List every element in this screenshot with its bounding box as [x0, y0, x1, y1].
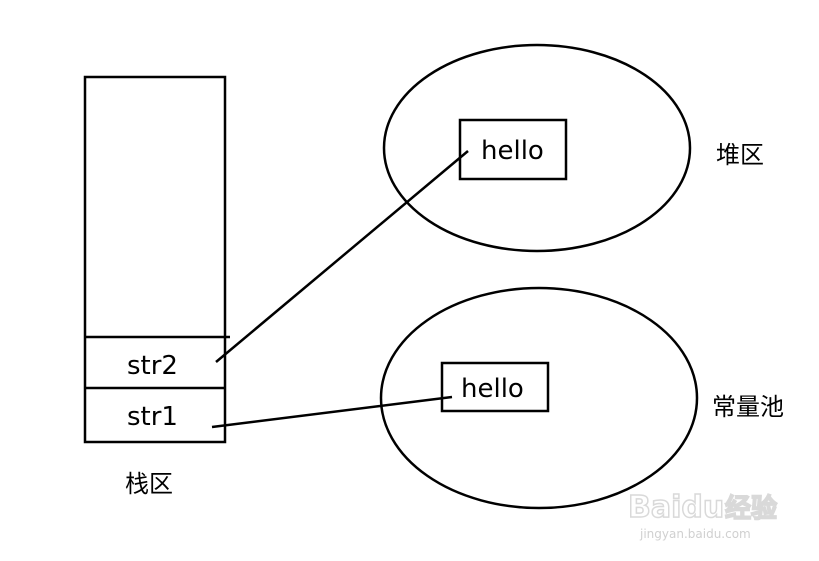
heap-region-label: 堆区: [716, 141, 764, 169]
str2-reference-line: [215, 150, 469, 363]
stack-cell-str1-label: str1: [127, 402, 178, 432]
constant-pool-hello-label: hello: [461, 374, 524, 404]
stack-region: str2 str1 栈区: [83, 75, 230, 498]
heap-hello-label: hello: [481, 136, 544, 166]
constant-pool-hello-box: [440, 361, 550, 413]
constant-pool-ellipse: [379, 286, 699, 510]
heap-region: hello 堆区: [382, 43, 764, 253]
heap-hello-box: [458, 118, 568, 181]
watermark-cn: 经验: [725, 493, 777, 524]
constant-pool-region-label: 常量池: [712, 393, 784, 421]
str1-reference-line: [211, 395, 453, 429]
watermark-url: jingyan.baidu.com: [639, 527, 751, 541]
heap-ellipse: [382, 43, 692, 253]
stack-region-label: 栈区: [125, 470, 173, 498]
constant-pool-region: hello 常量池: [379, 286, 784, 510]
stack-frame: [83, 75, 227, 444]
baidu-watermark: Baidu 经验 jingyan.baidu.com: [627, 489, 778, 541]
watermark-brand: Baidu: [628, 490, 724, 525]
stack-cell-str2-label: str2: [127, 351, 178, 381]
